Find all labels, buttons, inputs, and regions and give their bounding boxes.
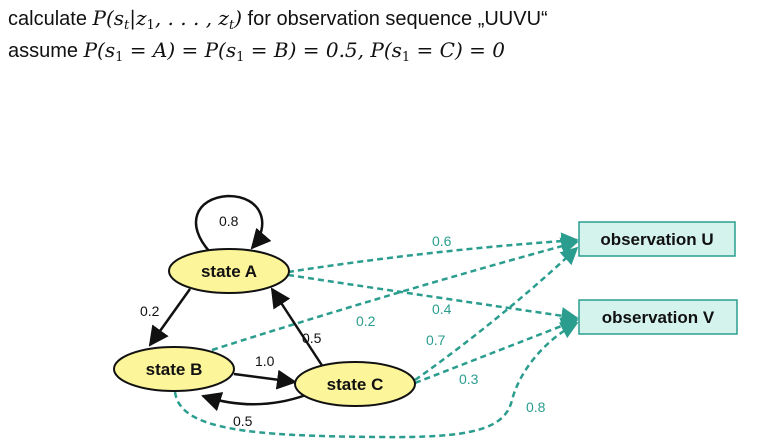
state-label: state A xyxy=(201,262,257,281)
assumption-line: assume P(s1 = A) = P(s1 = B) = 0.5, P(s1… xyxy=(8,38,505,65)
transition-edge-a-to-b xyxy=(148,288,192,347)
state-ellipse xyxy=(168,248,290,294)
emission-edges xyxy=(173,232,579,439)
formula-subscript: 1 xyxy=(115,50,124,65)
formula-part: = C) = 0 xyxy=(410,38,505,62)
state-ellipse xyxy=(294,361,416,407)
emission-prob-a-to-u: 0.6 xyxy=(432,233,452,249)
state-node-a: state A xyxy=(168,248,290,294)
formula-part: P(s xyxy=(92,6,125,30)
state-label: state B xyxy=(146,360,203,379)
emission-prob-b-to-v: 0.8 xyxy=(526,399,546,415)
formula-part: = A) = P(s xyxy=(123,38,237,62)
initial-probability-formula: P(s1 = A) = P(s1 = B) = 0.5, P(s1 = C) =… xyxy=(83,38,505,65)
emission-edge-c-to-v xyxy=(414,317,579,385)
observation-box-v: observation V xyxy=(578,299,738,335)
formula-subscript: 1 xyxy=(146,18,155,33)
emission-edge-b-to-u xyxy=(211,237,579,352)
transition-edge-c-to-a xyxy=(270,287,327,371)
observation-rect xyxy=(578,299,738,335)
formula-part: , . . . , z xyxy=(154,6,229,30)
formula-subscript: t xyxy=(228,18,235,33)
formula-part: ) xyxy=(234,6,242,30)
observation-label: observation U xyxy=(600,230,713,249)
emission-edge-a-to-v xyxy=(287,273,579,325)
emission-prob-c-to-v: 0.3 xyxy=(459,371,479,387)
calculate-label: calculate xyxy=(8,8,93,30)
transition-prob-b-to-c: 1.0 xyxy=(255,353,275,369)
formula-subscript: t xyxy=(124,18,130,33)
emission-edge-c-to-u xyxy=(414,246,579,382)
conditional-probability-formula: P(st|z1, . . . , zt) xyxy=(92,6,243,33)
emission-edge-a-to-u xyxy=(287,232,579,274)
assume-label: assume xyxy=(8,40,84,62)
problem-statement-line: calculate P(st|z1, . . . , zt) for obser… xyxy=(8,6,548,33)
state-ellipse xyxy=(113,346,235,392)
state-node-c: state C xyxy=(294,361,416,407)
transition-prob-c-to-a: 0.5 xyxy=(302,330,322,346)
formula-part: P(s xyxy=(83,38,116,62)
observation-box-u: observation U xyxy=(578,221,736,257)
emission-prob-b-to-u: 0.2 xyxy=(356,313,376,329)
transition-prob-a-to-a: 0.8 xyxy=(219,213,239,229)
formula-subscript: 1 xyxy=(401,50,411,65)
transition-prob-a-to-b: 0.2 xyxy=(140,303,160,319)
transition-prob-c-to-b: 0.5 xyxy=(233,413,253,429)
state-label: state C xyxy=(327,375,384,394)
transition-edges xyxy=(148,194,327,412)
transition-edge-c-to-b xyxy=(201,392,307,412)
emission-edge-b-to-v xyxy=(173,321,579,439)
transition-edge-a-to-a xyxy=(194,194,272,253)
emission-prob-a-to-v: 0.4 xyxy=(432,301,452,317)
emission-prob-c-to-u: 0.7 xyxy=(426,332,446,348)
formula-part: = B) = 0.5, P(s xyxy=(244,38,402,62)
transition-edge-b-to-c xyxy=(233,369,297,390)
observation-rect xyxy=(578,221,736,257)
formula-subscript: 1 xyxy=(236,50,245,65)
observation-sequence-text: for observation sequence „UUVU“ xyxy=(242,8,548,30)
formula-part: |z xyxy=(129,6,147,30)
state-node-b: state B xyxy=(113,346,235,392)
observation-label: observation V xyxy=(602,308,715,327)
